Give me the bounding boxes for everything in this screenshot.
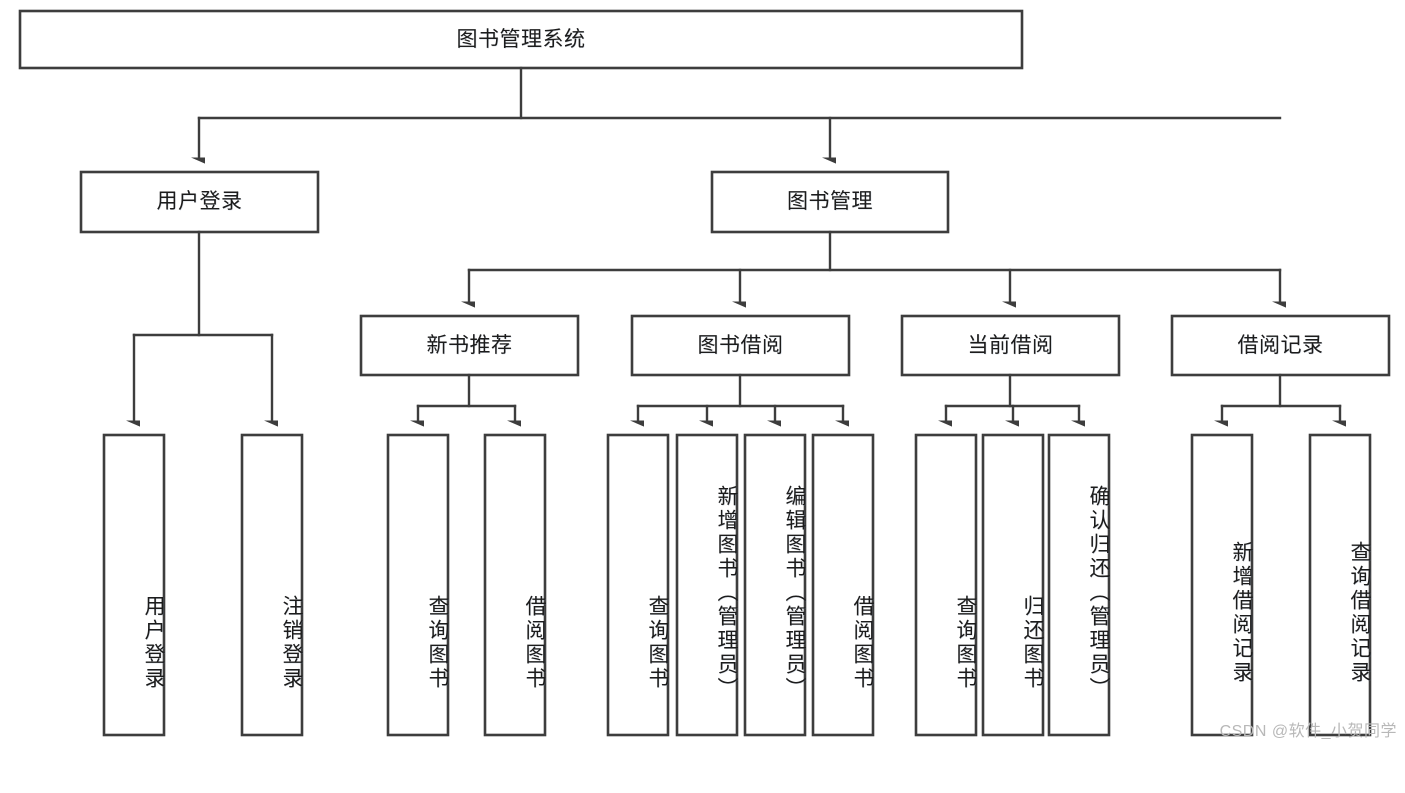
node-box-leaf-borrow-book-2	[811, 433, 875, 737]
node-box-root	[18, 9, 1024, 70]
node-box-leaf-user-login	[102, 433, 166, 737]
node-box-user-login	[79, 170, 320, 234]
node-box-leaf-add-record	[1190, 433, 1254, 737]
node-box-book-borrow	[630, 314, 851, 377]
org-chart-diagram: 图书管理系统 用户登录 图书管理 新书推荐 图书借阅 当前借阅 借阅记录 用户登…	[18, 9, 1397, 740]
node-box-current-borrow	[900, 314, 1121, 377]
connector-book-manage-to-level3	[469, 230, 1280, 302]
node-box-book-manage	[710, 170, 950, 234]
node-box-leaf-query-record	[1308, 433, 1372, 737]
connector-new-book-recommend-to-leaves	[418, 373, 515, 421]
node-box-leaf-logout-login	[240, 433, 304, 737]
node-box-borrow-record	[1170, 314, 1391, 377]
csdn-watermark: CSDN @软件_小贺同学	[1219, 723, 1397, 740]
connector-book-borrow-to-leaves	[638, 373, 843, 421]
node-box-leaf-return-book	[981, 433, 1045, 737]
connector-root-to-level2	[199, 66, 1282, 158]
node-box-leaf-confirm-return	[1047, 433, 1111, 737]
connector-user-login-to-leaves	[134, 230, 272, 421]
node-box-leaf-query-book-2	[606, 433, 670, 737]
node-box-leaf-query-book-1	[386, 433, 450, 737]
connector-current-borrow-to-leaves	[946, 373, 1079, 421]
node-box-new-book-recommend	[359, 314, 580, 377]
connector-borrow-record-to-leaves	[1222, 373, 1340, 421]
node-box-leaf-edit-book	[743, 433, 807, 737]
flowchart-canvas	[18, 9, 1391, 737]
node-box-leaf-query-book-3	[914, 433, 978, 737]
node-box-leaf-borrow-book-1	[483, 433, 547, 737]
node-box-leaf-add-book	[675, 433, 739, 737]
